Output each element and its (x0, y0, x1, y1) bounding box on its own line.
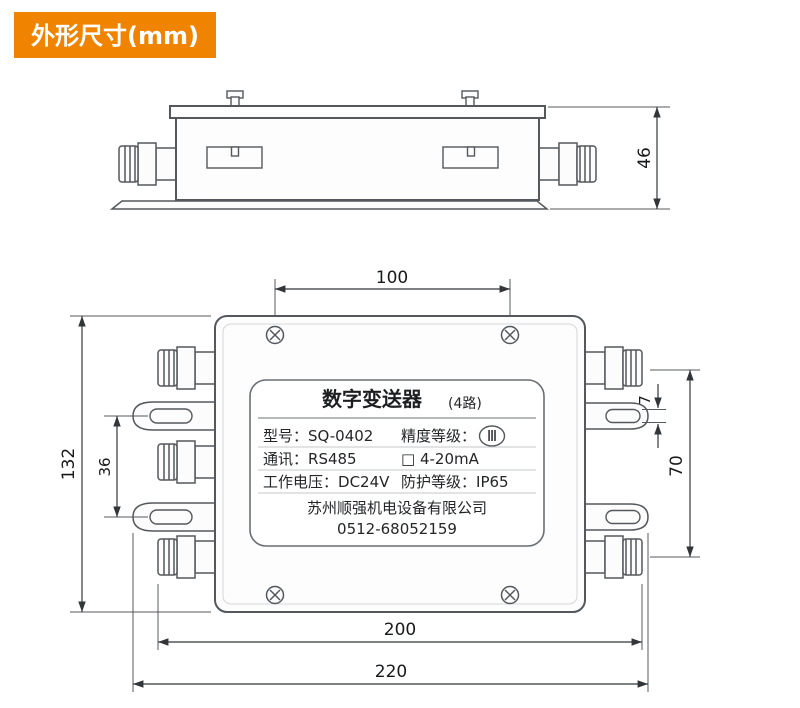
cable-gland-left-2 (157, 440, 216, 484)
name-plate-panel (249, 379, 545, 547)
dimension-7: 7 (636, 384, 666, 448)
accuracy-grade-circle (478, 425, 506, 447)
dim-7-text: 7 (636, 395, 654, 405)
title-badge: 外形尺寸(mm) (14, 12, 216, 58)
dim-36-text: 36 (96, 457, 114, 476)
cable-gland-right-2 (584, 535, 643, 579)
cable-gland-side-left (118, 142, 177, 186)
slot-hole-left-bottom (149, 509, 193, 525)
dim-46-text: 46 (635, 147, 655, 169)
front-view: 数字变送器 (4路) 型号：SQ-0402 精度等级： Ⅲ 通讯：RS485 □… (132, 315, 649, 613)
corner-screw-top-right (500, 325, 520, 345)
enclosure-inner-seam (222, 323, 578, 605)
badge-background (14, 12, 216, 58)
dim-200-text: 200 (384, 620, 416, 640)
dim-132-text: 132 (59, 448, 79, 480)
side-view (109, 90, 597, 210)
side-window-right-tab (466, 146, 476, 157)
corner-screw-bottom-left (265, 585, 285, 605)
side-window-left-tab (230, 146, 240, 157)
plate-output: □ 4-20mA (401, 450, 480, 468)
dimension-132: 132 (59, 315, 211, 613)
dimension-100: 100 (274, 268, 511, 316)
plate-comm: 通讯：RS485 (263, 450, 357, 468)
enclosure-lid (169, 105, 546, 119)
slot-hole-right-bottom (605, 509, 641, 525)
dimension-height-46: 46 (548, 106, 670, 210)
plate-company: 苏州顺强机电设备有限公司 (307, 499, 487, 517)
corner-screw-bottom-right (500, 585, 520, 605)
dimension-36: 36 (96, 415, 148, 518)
plate-accuracy-label: 精度等级： (401, 427, 476, 445)
plate-protection: 防护等级：IP65 (401, 473, 509, 491)
plate-channels: (4路) (448, 396, 482, 412)
slot-hole-left-top (149, 408, 193, 424)
cable-gland-side-right (538, 142, 597, 186)
mounting-base-plate (109, 200, 550, 210)
slot-hole-right-top (605, 408, 641, 424)
plate-title: 数字变送器 (322, 387, 423, 411)
badge-label: 外形尺寸(mm) (31, 22, 199, 50)
cable-gland-left-3 (157, 535, 216, 579)
plate-phone: 0512-68052159 (337, 520, 457, 538)
plate-voltage: 工作电压：DC24V (263, 473, 390, 491)
dim-220-text: 220 (375, 662, 407, 682)
plate-model: 型号：SQ-0402 (263, 427, 373, 445)
cable-gland-right-1 (584, 346, 643, 390)
dimension-70: 70 (650, 369, 700, 558)
dim-100-text: 100 (376, 268, 408, 288)
dim-70-text: 70 (667, 455, 687, 477)
plate-accuracy-value: Ⅲ (487, 427, 497, 445)
dimension-200: 200 (157, 584, 643, 650)
cable-gland-left-1 (157, 346, 216, 390)
corner-screw-top-left (265, 325, 285, 345)
name-plate: 数字变送器 (4路) 型号：SQ-0402 精度等级： Ⅲ 通讯：RS485 □… (249, 379, 545, 547)
dimension-220: 220 (132, 533, 649, 692)
